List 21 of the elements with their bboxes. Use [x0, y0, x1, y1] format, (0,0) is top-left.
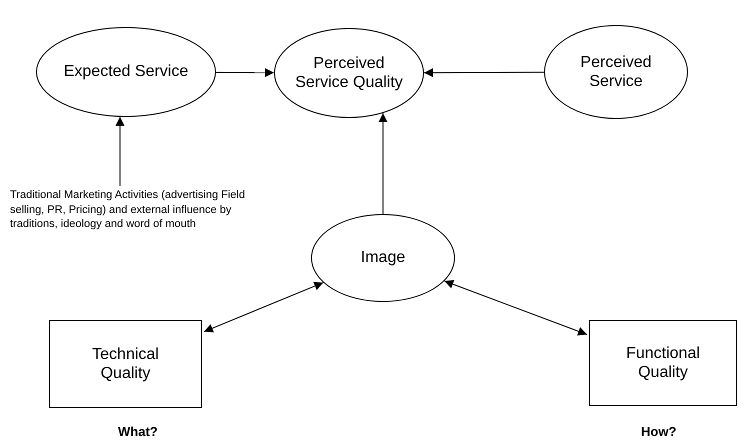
node-text: Technical Quality [91, 344, 160, 384]
arrow [116, 116, 124, 186]
concept-ellipse [274, 28, 424, 118]
concept-ellipse [544, 25, 688, 119]
question-label: How? [641, 424, 676, 439]
node-text: Functional Quality [625, 344, 701, 382]
question-label: What? [118, 424, 158, 439]
arrow [216, 68, 274, 78]
arrow [424, 68, 544, 78]
process-box [49, 320, 202, 408]
node-text: Expected Service [64, 62, 188, 82]
arrow [378, 112, 388, 214]
node-text: Perceived Service [579, 52, 653, 92]
concept-ellipse [36, 27, 216, 117]
note-text: Traditional Marketing Activities (advertising Field selling, PR, Pricing) and external influence by traditions, ideology and word of mouth [10, 188, 252, 272]
process-box [589, 320, 737, 406]
arrow [204, 282, 324, 332]
node-text: Perceived Service Quality [294, 54, 404, 92]
node-text: Image [360, 248, 406, 268]
arrow [444, 280, 588, 336]
concept-ellipse [311, 214, 455, 302]
